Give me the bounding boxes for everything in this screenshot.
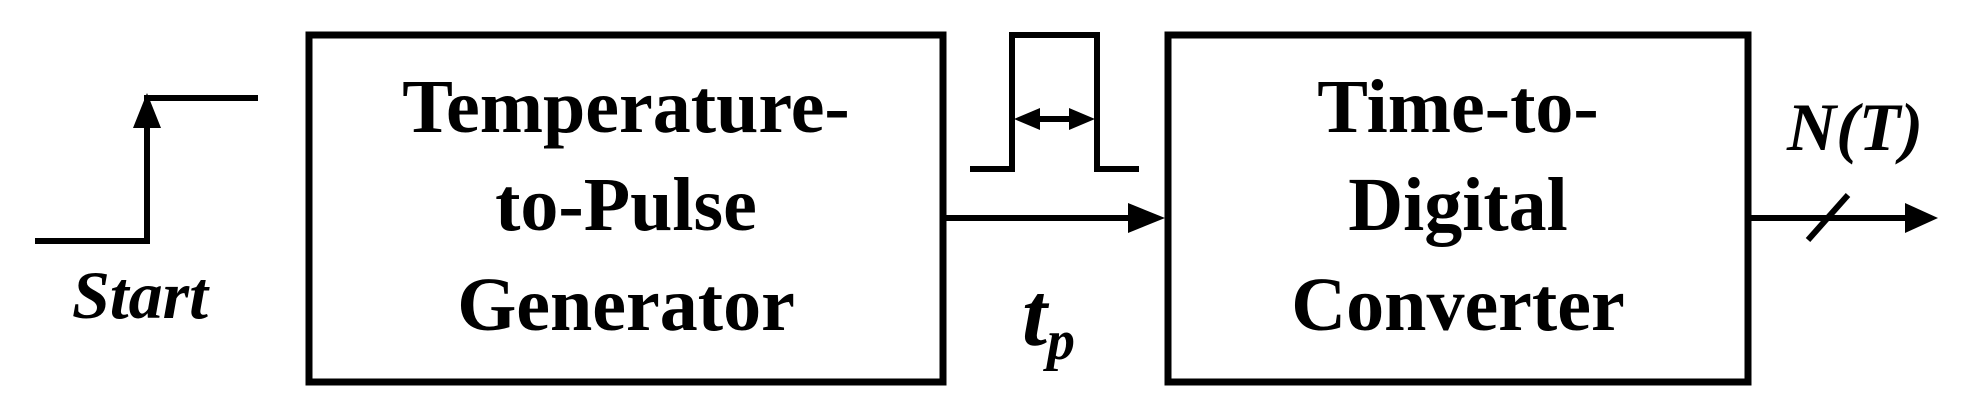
start-step-signal — [35, 95, 258, 244]
output-bus-slash — [1805, 193, 1851, 242]
pulse-width-label-main: t — [1022, 266, 1050, 365]
generator-line-3: Generator — [457, 263, 795, 347]
pulse-waveform-line — [970, 32, 1139, 172]
pulse-width-arrow-right — [1069, 108, 1095, 130]
generator-box — [305, 31, 947, 386]
start-step-line — [35, 95, 258, 244]
start-label: Start — [72, 257, 210, 333]
pulse-waveform — [970, 32, 1139, 172]
output-label: N(T) — [1786, 89, 1923, 165]
generator-line-2: to-Pulse — [495, 163, 757, 247]
start-step-arrowhead — [133, 93, 161, 128]
pulse-width-label-subscript: p — [1043, 310, 1075, 372]
converter-box — [1164, 31, 1752, 386]
converter-block: Time-to- Digital Converter — [1164, 31, 1752, 386]
converter-line-3: Converter — [1291, 263, 1624, 347]
converter-line-2: Digital — [1348, 163, 1568, 247]
pulse-signal-arrowhead — [1128, 203, 1165, 233]
generator-block: Temperature- to-Pulse Generator — [305, 31, 947, 386]
pulse-width-arrow-left — [1014, 108, 1040, 130]
output-bus — [1748, 193, 1920, 242]
converter-line-1: Time-to- — [1317, 65, 1598, 149]
pulse-width-label: tp — [1022, 266, 1075, 372]
generator-line-1: Temperature- — [402, 65, 849, 149]
output-bus-arrowhead — [1905, 203, 1938, 233]
